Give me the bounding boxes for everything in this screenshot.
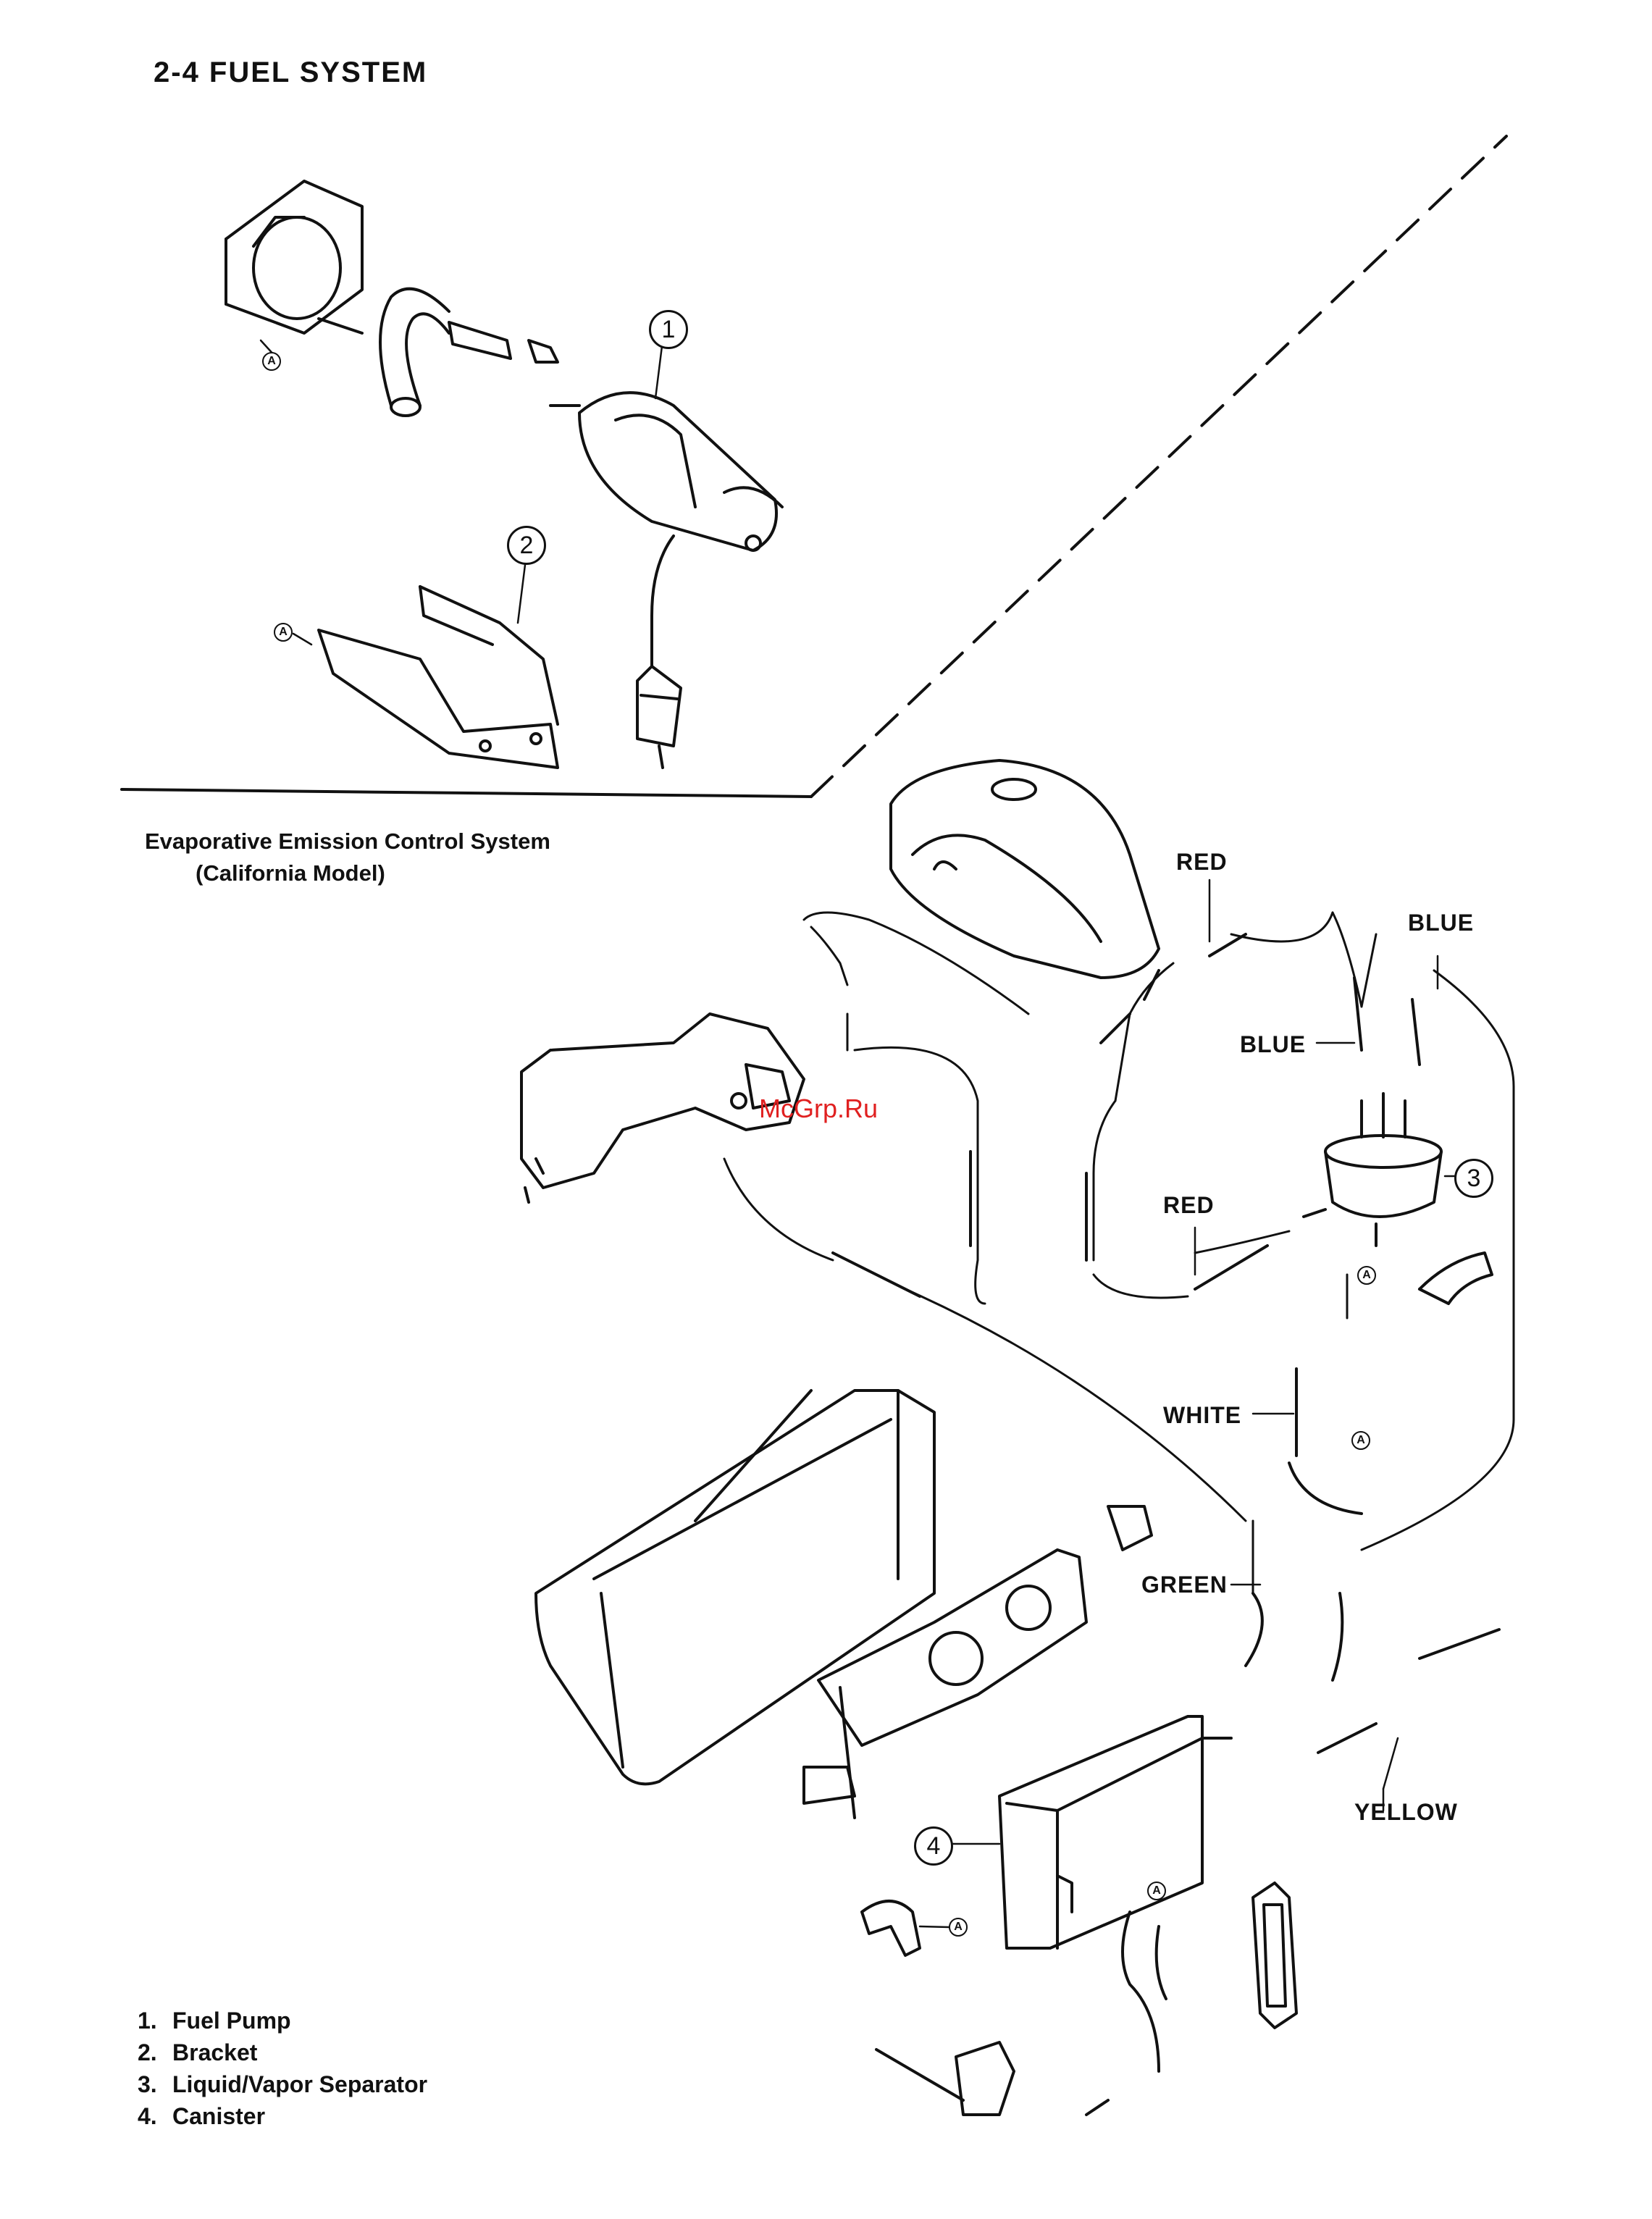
section-caption-model: (California Model) [145,857,550,889]
ref-mark-clip: A [949,1918,968,1937]
section-caption: Evaporative Emission Control System (Cal… [145,826,550,889]
hose-clip [862,1901,920,1955]
protective-cover [536,1390,934,1784]
canister-mount-plate [804,1506,1152,1818]
hose-segments [833,934,1499,1753]
callout-separator: 3 [1454,1159,1493,1198]
callout-fuel-pump: 1 [649,310,688,349]
pump-bracket [319,587,558,768]
fuel-pump-body [529,340,782,550]
rubber-strap [1253,1883,1296,2028]
pump-clamp [226,181,362,333]
section-caption-title: Evaporative Emission Control System [145,826,550,857]
hose-label-red-top: RED [1176,849,1228,876]
fuel-tank [891,760,1159,978]
pump-inlet-hose [380,289,511,416]
ref-mark-bracket: A [274,623,293,642]
legend-item: 4.Canister [138,2100,427,2132]
legend-item: 1.Fuel Pump [138,2005,427,2036]
callout-canister: 4 [914,1826,953,1866]
liquid-vapor-separator [1304,1094,1441,1246]
hose-label-blue-mid: BLUE [1240,1031,1306,1058]
separator-clip [1420,1253,1492,1304]
callout-bracket: 2 [507,526,546,565]
hose-network [724,913,1514,1593]
legend-item: 2.Bracket [138,2036,427,2068]
hose-label-blue-top: BLUE [1408,910,1474,936]
ref-mark-clamp: A [262,352,281,371]
ref-mark-white-hose: A [1351,1431,1370,1450]
hose-label-white: WHITE [1163,1402,1241,1429]
hose-label-green: GREEN [1141,1572,1228,1598]
parts-legend: 1.Fuel Pump 2.Bracket 3.Liquid/Vapor Sep… [138,2005,427,2132]
pump-wire-connector [637,536,681,768]
watermark: McGrp.Ru [759,1094,878,1124]
legend-item: 3.Liquid/Vapor Separator [138,2068,427,2100]
evap-canister [999,1716,1231,1948]
hose-label-red-mid: RED [1163,1192,1215,1219]
hose-label-yellow: YELLOW [1354,1799,1458,1826]
label-leaders [261,340,1456,1927]
ref-mark-separator: A [1357,1266,1376,1285]
ref-mark-lower-hose: A [1147,1882,1166,1900]
